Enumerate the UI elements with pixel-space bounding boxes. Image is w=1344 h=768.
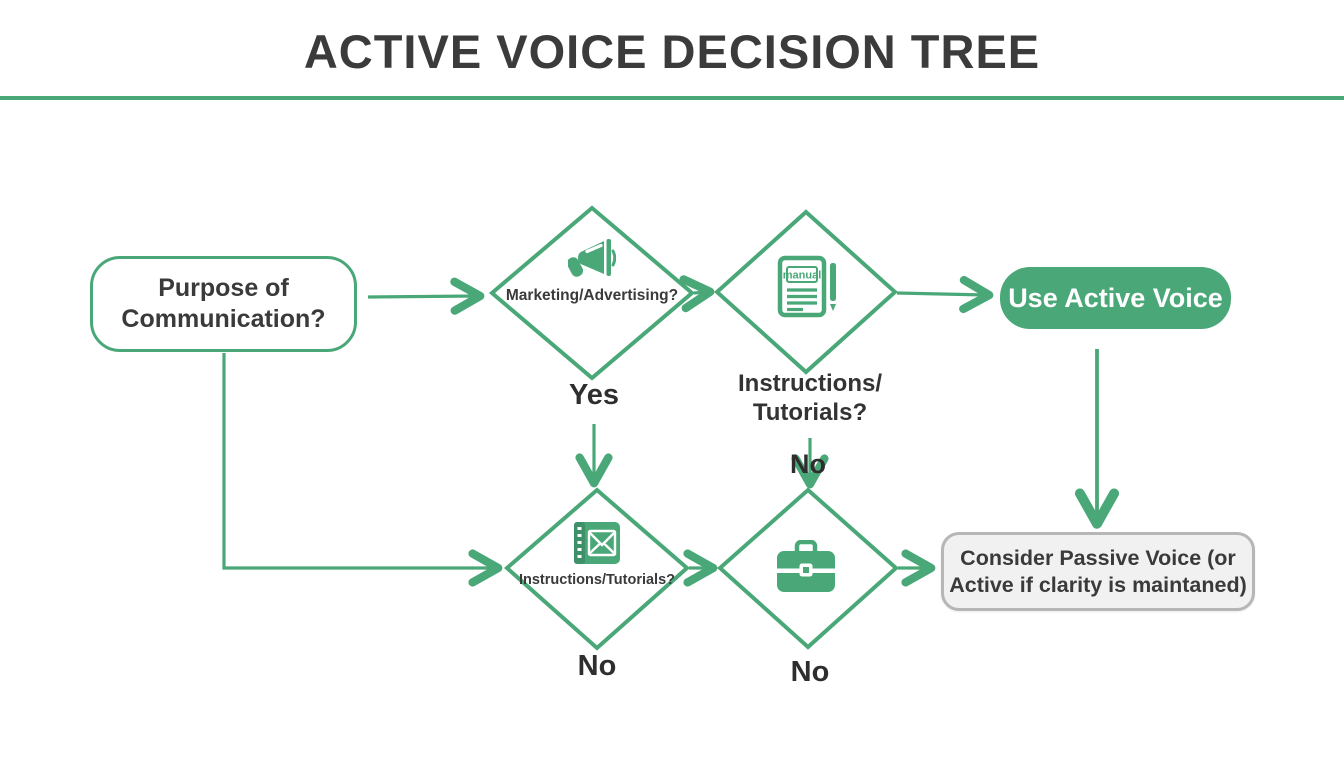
manual-icon-text: manual <box>783 270 822 282</box>
manual-question-label: Instructions/ Tutorials? <box>737 370 882 426</box>
edge-label-no-bottom-mid: No <box>790 656 830 688</box>
purpose-node: Purpose of Communication? <box>90 256 357 352</box>
business-diamond-content <box>776 540 836 594</box>
marketing-diamond-content: Marketing/Advertising? <box>497 234 687 305</box>
instructions-diamond-content: Instructions/Tutorials? <box>507 522 687 588</box>
use-active-voice-node: Use Active Voice <box>1000 267 1231 329</box>
manual-document-icon: manual <box>777 255 836 318</box>
diamond-instructions <box>503 487 691 651</box>
consider-passive-node: Consider Passive Voice (or Active if cla… <box>941 532 1255 611</box>
instructions-question-label: Instructions/Tutorials? <box>518 572 676 588</box>
marketing-question-label: Marketing/Advertising? <box>505 287 679 304</box>
manual-diamond-content: manual <box>776 255 840 319</box>
edge-marketing-to-manual <box>679 275 715 313</box>
page-title: ACTIVE VOICE DECISION TREE <box>303 25 1041 78</box>
edge-purpose-elbow-to-instructions <box>222 353 503 587</box>
briefcase-icon <box>777 540 835 592</box>
megaphone-icon <box>568 239 616 277</box>
edge-purpose-to-marketing <box>367 277 485 315</box>
mail-icon <box>574 522 620 564</box>
edge-label-no-top: No <box>790 449 826 479</box>
edge-manual-to-use-active <box>896 275 994 314</box>
diamond-marketing <box>488 205 696 381</box>
edge-label-yes: Yes <box>569 379 619 411</box>
edge-label-no-bottom-left: No <box>577 650 617 682</box>
title-underline-rule <box>0 96 1344 100</box>
